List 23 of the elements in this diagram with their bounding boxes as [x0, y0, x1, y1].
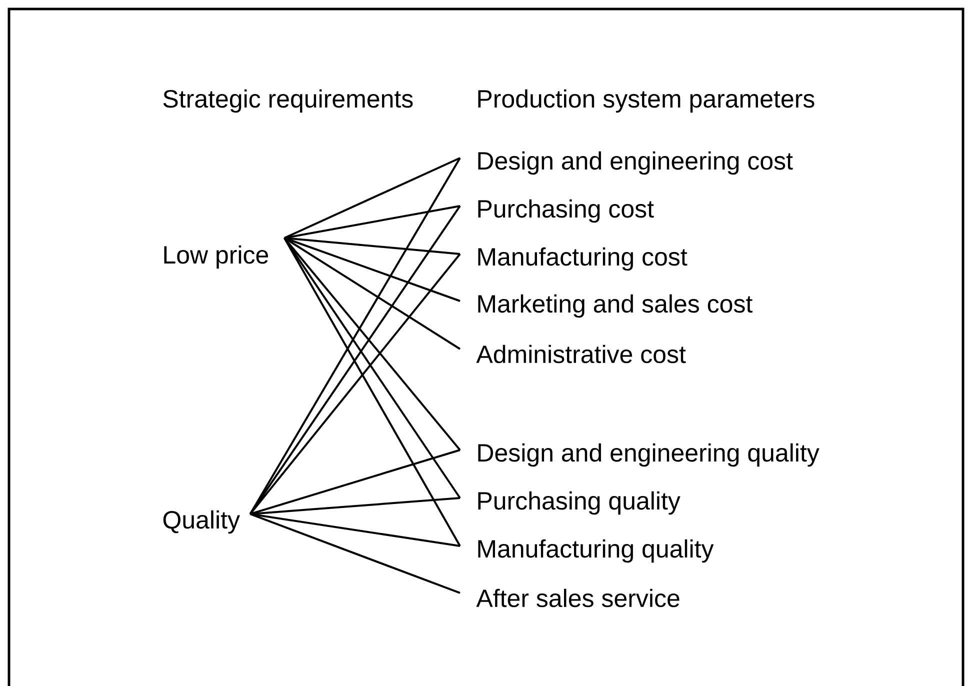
column-heading: Strategic requirements	[163, 89, 413, 113]
connector-line	[284, 237, 461, 451]
connector-line	[250, 513, 460, 594]
requirement-label: Low price	[164, 245, 268, 269]
parameter-label: Purchasing cost	[478, 199, 654, 223]
column-heading: Production system parameters	[478, 89, 814, 113]
connector-line	[284, 237, 460, 255]
parameter-label: Design and engineering cost	[478, 151, 793, 175]
connector-line	[284, 237, 461, 499]
connector-line	[284, 205, 460, 239]
requirement-label: Quality	[163, 510, 240, 534]
parameter-label: Design and engineering quality	[478, 443, 820, 467]
parameter-label: Manufacturing quality	[478, 539, 714, 563]
parameter-label: Purchasing quality	[478, 491, 680, 515]
connector-line	[284, 157, 460, 239]
parameter-label: Administrative cost	[476, 344, 686, 364]
parameter-label: Marketing and sales cost	[478, 294, 752, 318]
parameter-label: Manufacturing cost	[478, 247, 688, 271]
connector-line	[250, 513, 460, 547]
parameter-label: After sales service	[476, 588, 680, 608]
connector-line	[249, 253, 461, 515]
connector-line	[284, 238, 461, 546]
connector-line	[250, 449, 460, 515]
